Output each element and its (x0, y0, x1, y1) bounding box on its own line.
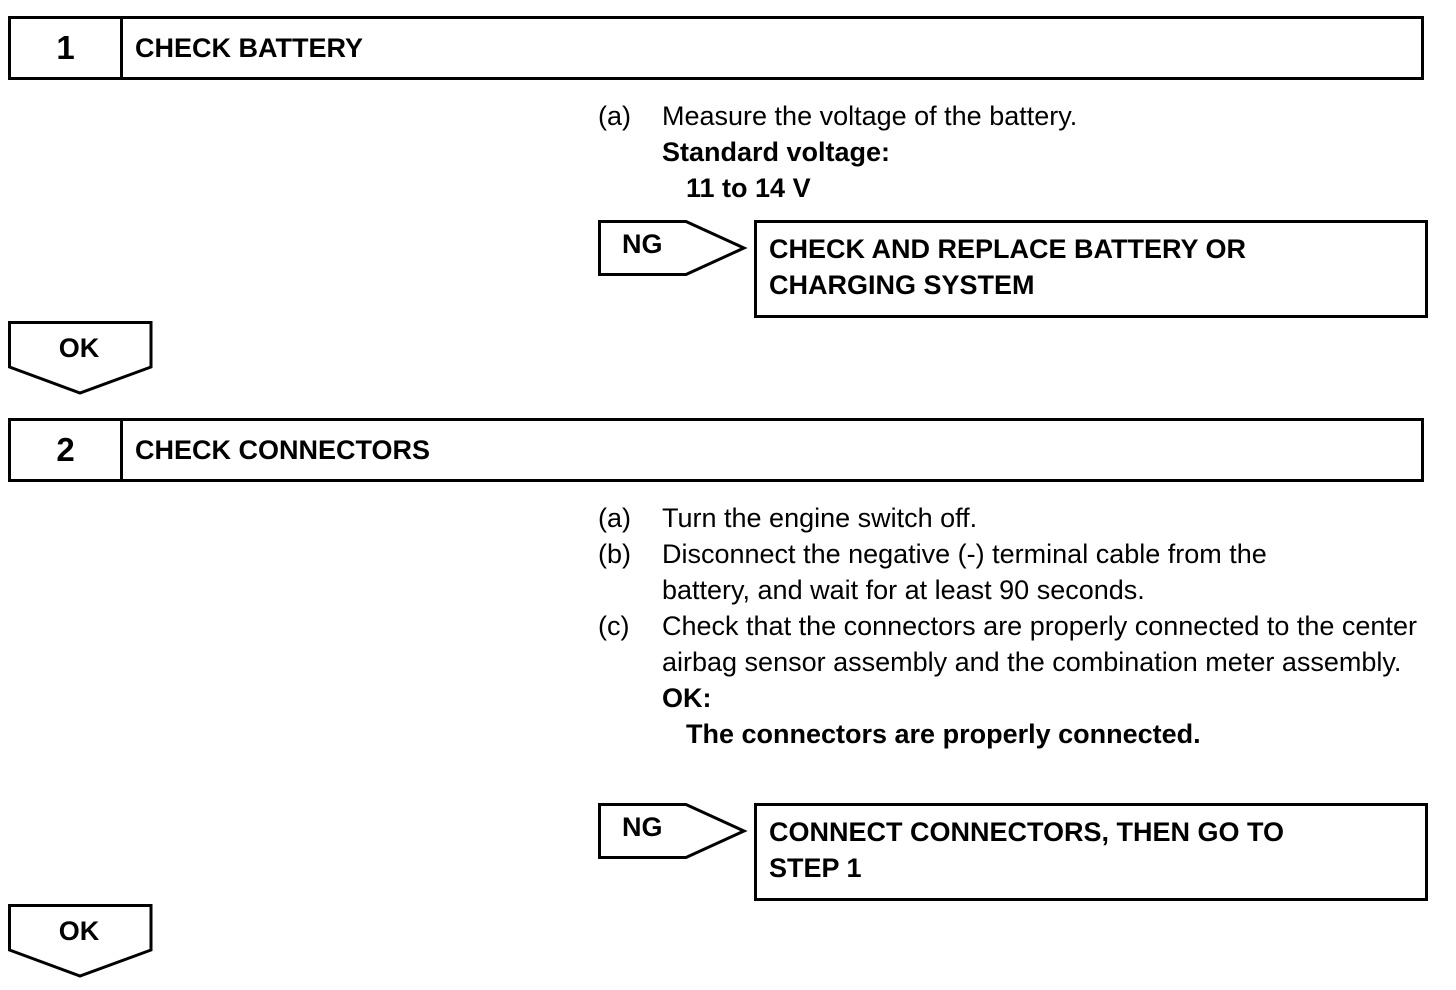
instruction-text: Measure the voltage of the battery. (662, 101, 1078, 131)
step-2-instructions: (a) Turn the engine switch off. (b) Disc… (598, 500, 1428, 752)
step-1-instructions: (a) Measure the voltage of the battery. … (598, 98, 1077, 206)
ng-label: NG (622, 229, 663, 259)
instruction-letter: (c) (598, 611, 630, 641)
spec-value: The connectors are properly connected. (686, 719, 1201, 749)
ng-arrow-icon: NG (598, 803, 748, 859)
ng-label: NG (622, 812, 663, 842)
instruction-letter: (a) (598, 503, 631, 533)
ng-action-line: CONNECT CONNECTORS, THEN GO TO (769, 817, 1285, 847)
ok-arrow-icon: OK (8, 321, 154, 395)
instruction-text: Check that the connectors are properly c… (662, 611, 1417, 677)
instruction-item: (a) Measure the voltage of the battery. (598, 98, 1077, 134)
spec-value: 11 to 14 V (686, 173, 811, 203)
instruction-item: (b) Disconnect the negative (-) terminal… (598, 536, 1428, 608)
ng-action-line: STEP 1 (769, 853, 862, 883)
ok-label: OK (58, 916, 100, 946)
ng-action-line: CHARGING SYSTEM (769, 270, 1035, 300)
instruction-text: Disconnect the negative (-) terminal cab… (662, 539, 1267, 605)
step-title: CHECK BATTERY (135, 32, 363, 63)
spec-label: Standard voltage: (662, 137, 891, 167)
instruction-item: (c) Check that the connectors are proper… (598, 608, 1428, 680)
step-number: 2 (11, 421, 123, 479)
ok-label: OK (58, 333, 100, 363)
ok-arrow-icon: OK (8, 904, 154, 978)
ng-arrow-icon: NG (598, 220, 748, 276)
instruction-text: Turn the engine switch off. (662, 503, 978, 533)
step-number: 1 (11, 19, 123, 77)
step-title: CHECK CONNECTORS (135, 434, 431, 465)
ng-action-line: CHECK AND REPLACE BATTERY OR (769, 234, 1247, 264)
spec-label: OK: (662, 683, 712, 713)
instruction-item: (a) Turn the engine switch off. (598, 500, 1428, 536)
instruction-letter: (a) (598, 101, 631, 131)
step-1-header: 1 CHECK BATTERY (8, 16, 1424, 80)
ng-action-box: CHECK AND REPLACE BATTERY OR CHARGING SY… (754, 220, 1428, 318)
instruction-letter: (b) (598, 539, 631, 569)
step-2-header: 2 CHECK CONNECTORS (8, 418, 1424, 482)
ng-action-box: CONNECT CONNECTORS, THEN GO TO STEP 1 (754, 803, 1428, 901)
